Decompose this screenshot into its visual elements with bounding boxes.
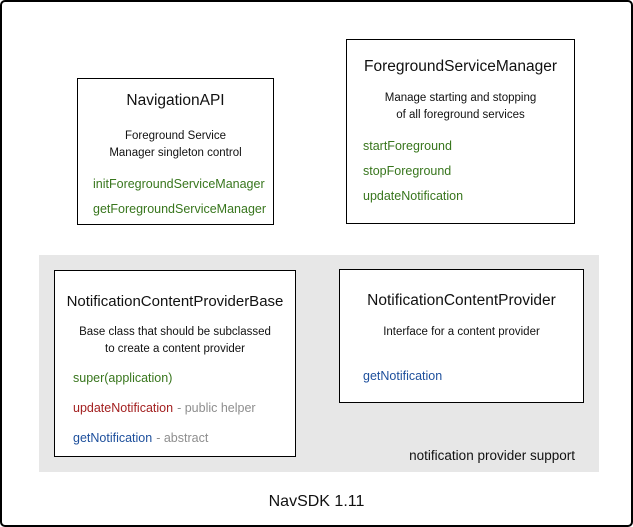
class-box-foreground-service-manager: ForegroundServiceManager Manage starting… xyxy=(346,39,575,224)
diagram-title: NavSDK 1.11 xyxy=(268,493,365,510)
class-title-notification-content-provider-base: NotificationContentProviderBase xyxy=(66,293,284,310)
description-line: to create a content provider xyxy=(105,343,245,356)
method-name: updateNotification xyxy=(73,400,174,415)
class-box-navigation-api: NavigationAPI Foreground Service Manager… xyxy=(77,78,274,225)
method-list: startForeground stopForeground updateNot… xyxy=(347,139,574,204)
class-box-notification-content-provider: NotificationContentProvider Interface fo… xyxy=(339,269,584,403)
method-annotation: - public helper xyxy=(177,400,256,415)
method-list: getNotification xyxy=(340,369,583,384)
method-get-notification: getNotification xyxy=(363,369,443,384)
description-line: Manage starting and stopping xyxy=(384,92,537,104)
method-update-notification: updateNotification xyxy=(363,188,464,203)
method-super-application: super(application) xyxy=(73,371,295,386)
method-name: getNotification xyxy=(73,430,153,445)
method-start-foreground: startForeground xyxy=(363,138,452,153)
description-line: Foreground Service xyxy=(125,130,226,142)
method-update-notification: updateNotification- public helper xyxy=(73,401,295,416)
panel-label: notification provider support xyxy=(409,448,575,463)
class-title-foreground-service-manager: ForegroundServiceManager xyxy=(364,58,557,75)
class-description: Interface for a content provider xyxy=(340,324,583,341)
class-box-notification-content-provider-base: NotificationContentProviderBase Base cla… xyxy=(54,270,296,457)
class-description: Foreground Service Manager singleton con… xyxy=(78,128,273,163)
description-line: of all foreground services xyxy=(396,109,525,122)
method-init-foreground-service-manager: initForegroundServiceManager xyxy=(93,176,265,191)
method-list: initForegroundServiceManager getForegrou… xyxy=(78,177,273,217)
method-get-foreground-service-manager: getForegroundServiceManager xyxy=(93,201,267,216)
description-line: Base class that should be subclassed xyxy=(79,326,271,338)
method-stop-foreground: stopForeground xyxy=(363,163,452,178)
method-list: super(application) updateNotification- p… xyxy=(55,371,295,446)
method-name: super(application) xyxy=(73,370,173,385)
method-get-notification: getNotification- abstract xyxy=(73,431,295,446)
description-line: Manager singleton control xyxy=(109,147,242,160)
class-description: Manage starting and stopping of all fore… xyxy=(347,90,574,125)
description-line: Interface for a content provider xyxy=(383,326,540,338)
class-title-notification-content-provider: NotificationContentProvider xyxy=(367,292,556,309)
method-annotation: - abstract xyxy=(156,430,209,445)
class-description: Base class that should be subclassed to … xyxy=(55,324,295,359)
class-title-navigation-api: NavigationAPI xyxy=(126,92,225,109)
